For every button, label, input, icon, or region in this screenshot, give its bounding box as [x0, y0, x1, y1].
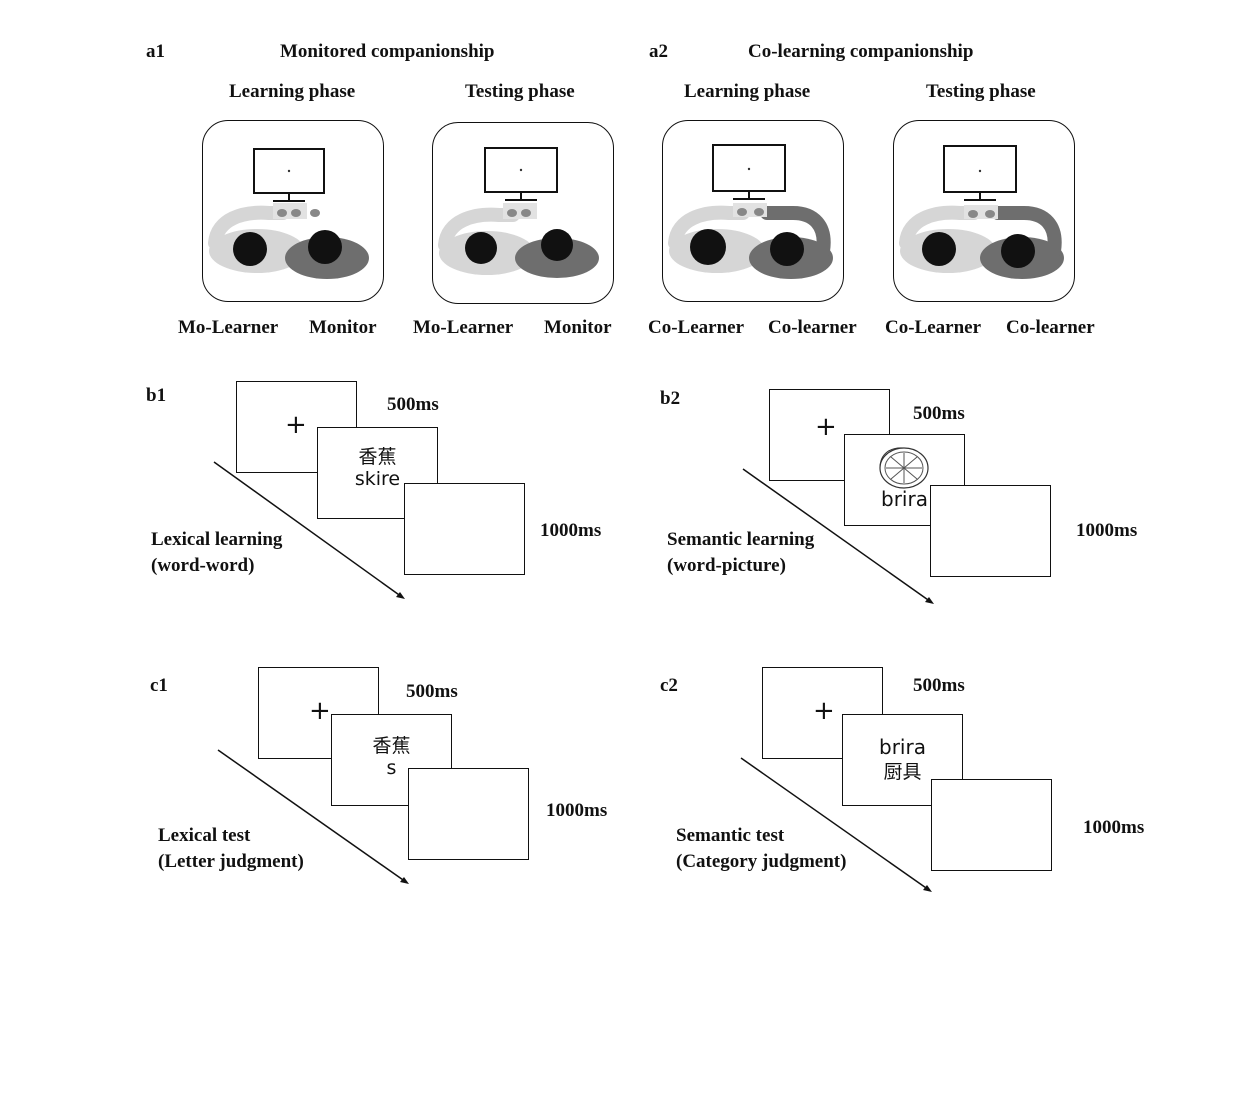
c1-caption-line1: Lexical test [158, 825, 251, 846]
a1-learning-phase-title: Learning phase [229, 81, 356, 102]
b2-duration-500: 500ms [913, 403, 965, 424]
a1-testing-phase-title: Testing phase [465, 81, 575, 102]
a1-testing-role-left: Mo-Learner [413, 317, 514, 338]
a2-testing-phase-title: Testing phase [926, 81, 1036, 102]
b1-caption-line1: Lexical learning [151, 529, 283, 550]
panel-label-a2: a2 [649, 41, 668, 62]
panel-title-a1: Monitored companionship [280, 41, 495, 62]
a1-testing-role-right: Monitor [544, 317, 612, 338]
seating-scene-illustration [208, 148, 369, 279]
c1-caption-line2: (Letter judgment) [158, 851, 304, 872]
stimulus-pseudoword: skire [354, 468, 401, 490]
b2-blank-screen [930, 485, 1051, 577]
a2-testing-role-left: Co-Learner [885, 317, 982, 338]
stimulus-pseudoword: brira [879, 735, 926, 759]
c1-duration-500: 500ms [406, 681, 458, 702]
b1-duration-1000: 1000ms [540, 520, 602, 541]
stimulus-letter: s [386, 757, 397, 779]
fixation-cross: + [813, 696, 835, 726]
a2-learning-scene [662, 120, 844, 302]
stimulus-chinese-word: 香蕉 [372, 735, 411, 757]
b2-caption-line2: (word-picture) [667, 555, 786, 576]
a2-learning-role-left: Co-Learner [648, 317, 745, 338]
a2-learning-role-right: Co-learner [768, 317, 857, 338]
a2-testing-role-right: Co-learner [1006, 317, 1095, 338]
a2-testing-scene [893, 120, 1075, 302]
a1-learning-scene [202, 120, 384, 302]
panel-label-b2: b2 [660, 388, 681, 409]
panel-label-b1: b1 [146, 385, 167, 406]
b1-duration-500: 500ms [387, 394, 439, 415]
panel-label-c1: c1 [150, 675, 168, 696]
panel-title-a2: Co-learning companionship [748, 41, 974, 62]
panel-label-a1: a1 [146, 41, 165, 62]
stimulus-category-word: 厨具 [883, 761, 922, 783]
b1-caption-line2: (word-word) [151, 555, 255, 576]
fixation-cross: + [309, 696, 331, 726]
b2-duration-1000: 1000ms [1076, 520, 1138, 541]
seating-scene-illustration [668, 144, 833, 279]
a1-learning-role-left: Mo-Learner [178, 317, 279, 338]
c2-duration-1000: 1000ms [1083, 817, 1145, 838]
c2-caption-line1: Semantic test [676, 825, 785, 846]
stimulus-pseudoword: brira [881, 487, 928, 511]
c2-blank-screen [931, 779, 1052, 871]
b2-caption-line1: Semantic learning [667, 529, 815, 550]
seating-scene-illustration [899, 145, 1064, 279]
c1-duration-1000: 1000ms [546, 800, 608, 821]
c2-duration-500: 500ms [913, 675, 965, 696]
fixation-cross: + [815, 412, 837, 442]
stimulus-chinese-word: 香蕉 [358, 446, 397, 468]
a1-learning-role-right: Monitor [309, 317, 377, 338]
b1-blank-screen [404, 483, 525, 575]
lemon-slice-icon [879, 447, 929, 489]
c1-blank-screen [408, 768, 529, 860]
c2-caption-line2: (Category judgment) [676, 851, 847, 872]
seating-scene-illustration [438, 147, 599, 278]
fixation-cross: + [285, 410, 307, 440]
panel-label-c2: c2 [660, 675, 678, 696]
a1-testing-scene [432, 122, 614, 304]
a2-learning-phase-title: Learning phase [684, 81, 811, 102]
